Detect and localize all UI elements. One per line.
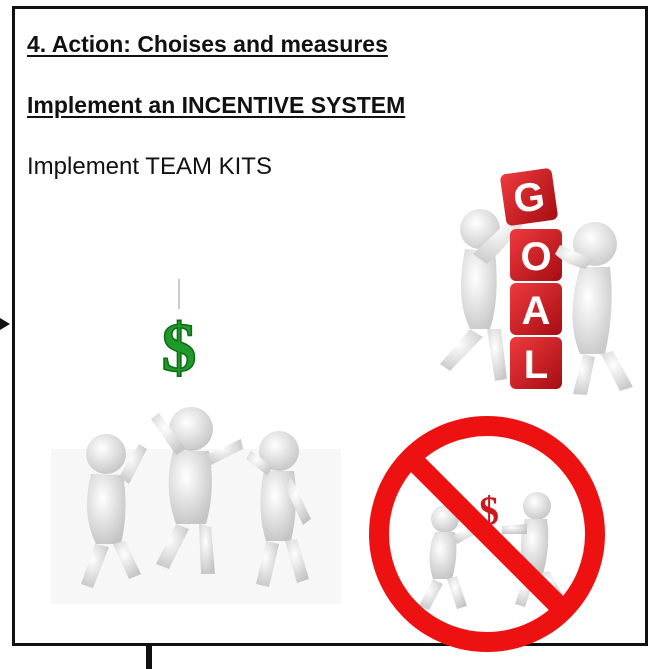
goal-letter-l: L — [524, 343, 548, 387]
slide-body-text: Implement TEAM KITS — [27, 153, 272, 180]
connector-arrow-left — [0, 318, 10, 330]
goal-letter-g: G — [511, 174, 548, 222]
dollar-icon: $ — [162, 310, 197, 387]
no-money-conflict-sign: $ — [369, 416, 605, 652]
goal-letter-o: O — [520, 235, 551, 279]
money-figure-right — [246, 431, 311, 587]
goal-letter-a: A — [522, 289, 551, 333]
goal-cube-stack: G O A L — [500, 168, 562, 389]
fighting-figures: $ — [419, 488, 564, 610]
prohibition-circle — [369, 416, 605, 652]
money-figure-center — [151, 407, 243, 574]
prohibition-slash — [403, 450, 571, 618]
slide-heading: 4. Action: Choises and measures — [27, 31, 388, 57]
goal-figure-right — [555, 222, 633, 395]
slide-subheading: Implement an INCENTIVE SYSTEM — [27, 92, 406, 118]
goal-cubes-illustration: G O A L — [440, 168, 633, 395]
connector-line-bottom — [146, 646, 152, 669]
money-figure-left — [81, 434, 147, 588]
slide-frame: 4. Action: Choises and measures Implemen… — [12, 6, 648, 652]
money-reach-illustration: $ — [51, 279, 341, 604]
